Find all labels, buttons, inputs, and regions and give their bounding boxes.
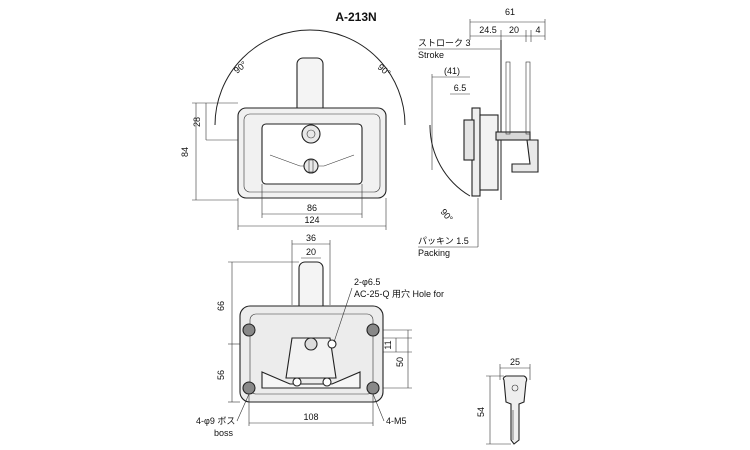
- key-icon: [502, 375, 528, 445]
- boss-bottom-right: [366, 381, 380, 395]
- cutout-dim-36: 36: [306, 233, 316, 243]
- front-pivot-hole: [306, 129, 316, 139]
- front-dim-height: 84: [180, 147, 190, 157]
- stroke-label-en: Stroke: [418, 50, 444, 60]
- cutout-dim-50: 50: [395, 357, 405, 367]
- key-dim-length: 54: [476, 407, 486, 417]
- cutout-dim-56: 56: [216, 370, 226, 380]
- side-rotation-arc: [429, 124, 471, 197]
- side-latch-cam: [511, 139, 539, 173]
- rear-body-inner: [249, 313, 374, 395]
- side-dim-total: 61: [505, 7, 515, 17]
- packing-label-jp: パッキン 1.5: [418, 236, 469, 246]
- rear-wing: [261, 371, 361, 389]
- stroke-label-jp: ストローク 3: [418, 38, 471, 48]
- key-hole: [511, 384, 519, 392]
- front-dim-handle: 28: [192, 117, 202, 127]
- side-dim-41: (41): [444, 66, 460, 76]
- hole-label: 2-φ6.5: [354, 277, 380, 287]
- key-dim-width: 25: [510, 357, 520, 367]
- lock-body-inner: [243, 113, 381, 193]
- side-dim-b: 20: [509, 25, 519, 35]
- boss-label-en: boss: [214, 428, 234, 438]
- side-view: 61 24.5 20 4 ストローク 3 Stroke (41) 6.5 90°…: [418, 7, 546, 258]
- boss-bottom-left: [242, 381, 256, 395]
- boss-label-jp: 4-φ9 ボス: [196, 416, 235, 426]
- rear-hole: [327, 339, 337, 349]
- cutout-dim-108: 108: [303, 412, 318, 422]
- rear-hole-3: [322, 377, 332, 387]
- cutout-view: 36 20 2-φ6.5 AC-25-Q 用穴 Hole for 66 56: [196, 233, 444, 438]
- side-handle: [463, 119, 475, 161]
- rear-cam: [285, 337, 337, 379]
- front-angle-left: 90°: [232, 59, 249, 76]
- front-pivot: [301, 124, 321, 144]
- hole-ref: AC-25-Q 用穴 Hole for: [354, 288, 444, 299]
- rear-hole-2: [292, 377, 302, 387]
- keyhole-slot: [308, 159, 314, 173]
- front-recess: [261, 123, 363, 185]
- front-dim-inner-width: 86: [307, 203, 317, 213]
- keyhole-icon: [303, 158, 319, 174]
- side-angle: 90°: [438, 207, 455, 224]
- front-view: 90° 90° 84 28 86 124: [180, 29, 406, 230]
- cutout-dim-66: 66: [216, 301, 226, 311]
- side-dim-c: 4: [535, 25, 540, 35]
- screws-label: 4-M5: [386, 416, 407, 426]
- side-dim-6-5: 6.5: [454, 83, 467, 93]
- side-stud-2: [505, 61, 511, 135]
- side-dim-a: 24.5: [479, 25, 497, 35]
- side-shaft: [495, 131, 531, 141]
- side-stud: [525, 61, 531, 135]
- rotation-arc: [214, 29, 406, 126]
- drawing-title: A-213N: [335, 10, 376, 24]
- key-view: 25 54: [476, 357, 531, 445]
- front-dim-width: 124: [304, 215, 319, 225]
- side-housing: [479, 114, 499, 191]
- front-angle-right: 90°: [376, 62, 393, 79]
- boss-top-right: [366, 323, 380, 337]
- boss-top-left: [242, 323, 256, 337]
- cutout-dim-20: 20: [306, 247, 316, 257]
- packing-label-en: Packing: [418, 248, 450, 258]
- rear-pivot: [304, 337, 318, 351]
- cutout-dim-11: 11: [383, 340, 393, 349]
